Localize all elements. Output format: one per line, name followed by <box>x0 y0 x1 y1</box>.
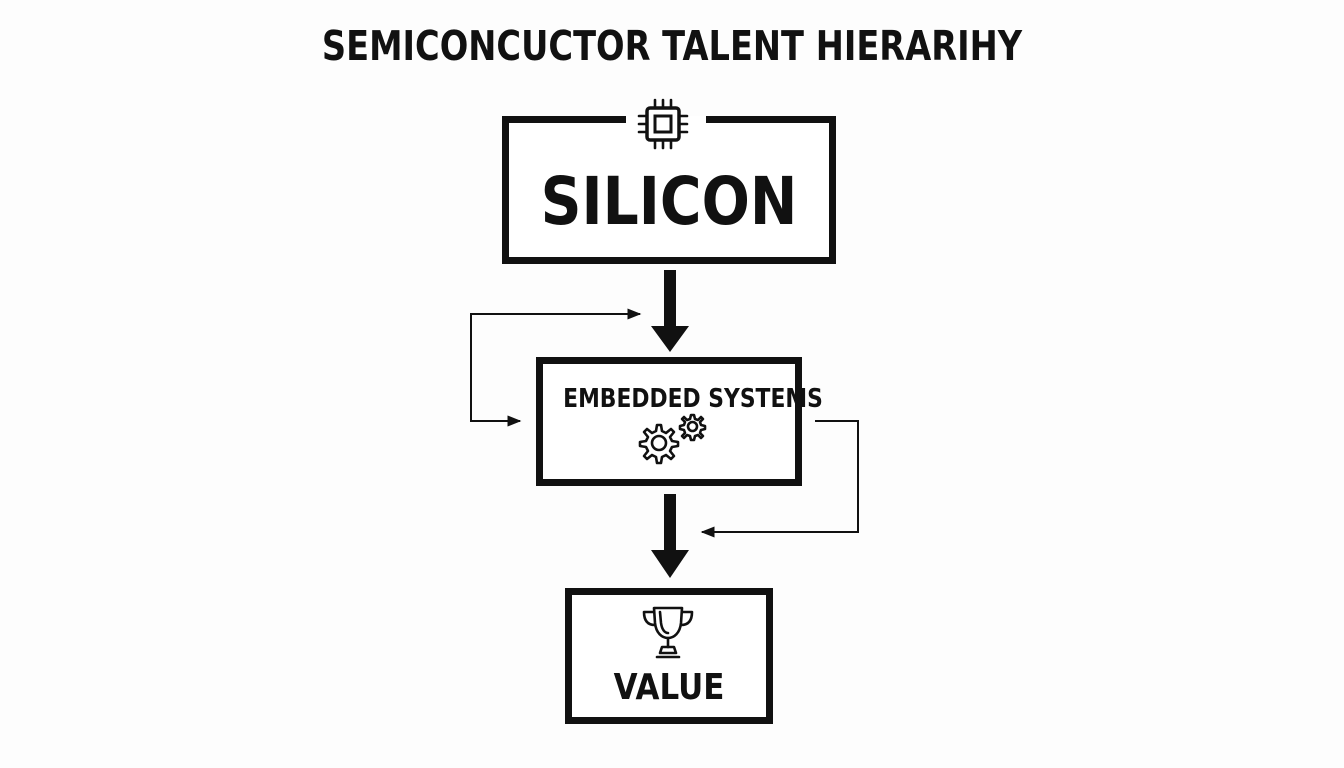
silicon-label: SILICON <box>540 163 798 240</box>
arrow-silicon-to-embedded <box>651 270 689 352</box>
embedded-systems-label: EMBEDDED SYSTEMS <box>563 384 823 414</box>
embedded-systems-node: EMBEDDED SYSTEMS <box>536 357 823 486</box>
value-label: VALUE <box>613 667 725 708</box>
trophy-icon <box>642 606 694 659</box>
feedback-loop-right <box>700 420 859 538</box>
chip-icon <box>637 98 689 150</box>
feedback-loop-left <box>470 308 642 427</box>
diagram-title: SEMICONCUCTOR TALENT HIERARIHY <box>321 22 1023 70</box>
arrow-embedded-to-value <box>651 494 689 578</box>
value-node: VALUE <box>565 588 773 724</box>
gears-icon <box>638 413 707 465</box>
